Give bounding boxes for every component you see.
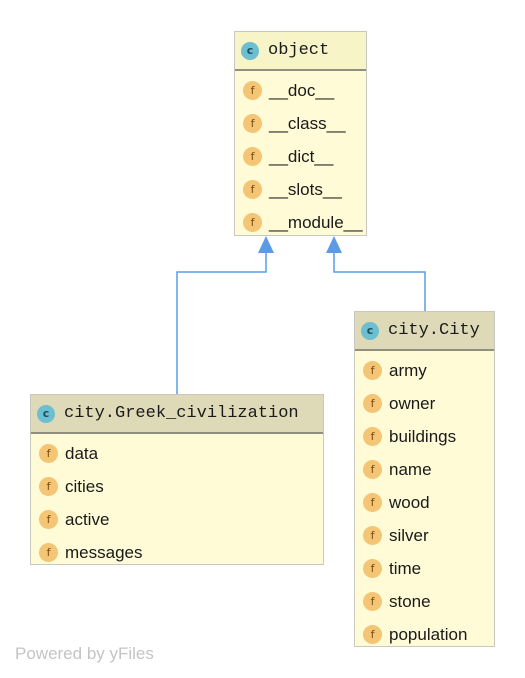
field-icon: f <box>363 526 382 545</box>
field-icon: f <box>243 114 262 133</box>
field-row: f messages <box>31 536 323 569</box>
field-name: __class__ <box>269 113 346 133</box>
field-icon: f <box>363 559 382 578</box>
class-name: city.Greek_civilization <box>64 404 299 423</box>
field-name: name <box>389 459 432 479</box>
edge-city-to-object <box>326 236 426 312</box>
field-row: f __dict__ <box>235 140 366 173</box>
field-name: stone <box>389 591 431 611</box>
field-row: f population <box>355 618 494 651</box>
field-name: data <box>65 443 99 463</box>
field-icon: f <box>39 510 58 529</box>
class-icon: c <box>361 321 379 340</box>
field-icon: f <box>243 147 262 166</box>
field-name: __dict__ <box>269 146 334 166</box>
field-name: silver <box>389 525 429 545</box>
class-header: c city.City <box>355 312 494 351</box>
field-list: f __doc__ f __class__ f __dict__ f __slots__… <box>235 71 366 239</box>
field-name: cities <box>65 476 104 496</box>
powered-by-watermark: Powered by yFiles <box>15 644 154 663</box>
field-name: __doc__ <box>269 80 335 100</box>
inheritance-arrowhead <box>326 236 342 253</box>
field-row: f buildings <box>355 420 494 453</box>
field-name: buildings <box>389 426 457 446</box>
field-icon: f <box>39 477 58 496</box>
field-name: time <box>389 558 422 578</box>
field-icon: f <box>363 592 382 611</box>
class-icon: c <box>37 404 55 423</box>
field-row: f __doc__ <box>235 74 366 107</box>
field-name: wood <box>389 492 430 512</box>
inheritance-arrowhead <box>258 236 274 253</box>
field-name: army <box>389 360 427 380</box>
field-row: f __module__ <box>235 206 366 239</box>
field-icon: f <box>243 81 262 100</box>
field-name: active <box>65 509 110 529</box>
class-name: object <box>268 41 330 60</box>
edge-greek-to-object <box>176 236 274 395</box>
class-name: city.City <box>388 321 480 340</box>
field-icon: f <box>39 444 58 463</box>
field-name: population <box>389 624 468 644</box>
class-icon: c <box>241 41 259 60</box>
field-icon: f <box>363 460 382 479</box>
field-icon: f <box>243 213 262 232</box>
field-name: __slots__ <box>269 179 342 199</box>
field-icon: f <box>363 394 382 413</box>
class-node-object[interactable]: c object f __doc__ f __class__ f __dict__ f… <box>234 31 367 236</box>
field-row: f __slots__ <box>235 173 366 206</box>
class-header: c city.Greek_civilization <box>31 395 323 434</box>
field-row: f __class__ <box>235 107 366 140</box>
field-icon: f <box>363 625 382 644</box>
field-icon: f <box>243 180 262 199</box>
field-name: __module__ <box>269 212 363 232</box>
field-name: owner <box>389 393 436 413</box>
field-icon: f <box>363 493 382 512</box>
field-icon: f <box>363 427 382 446</box>
field-icon: f <box>363 361 382 380</box>
field-icon: f <box>39 543 58 562</box>
field-name: messages <box>65 542 143 562</box>
class-header: c object <box>235 32 366 71</box>
